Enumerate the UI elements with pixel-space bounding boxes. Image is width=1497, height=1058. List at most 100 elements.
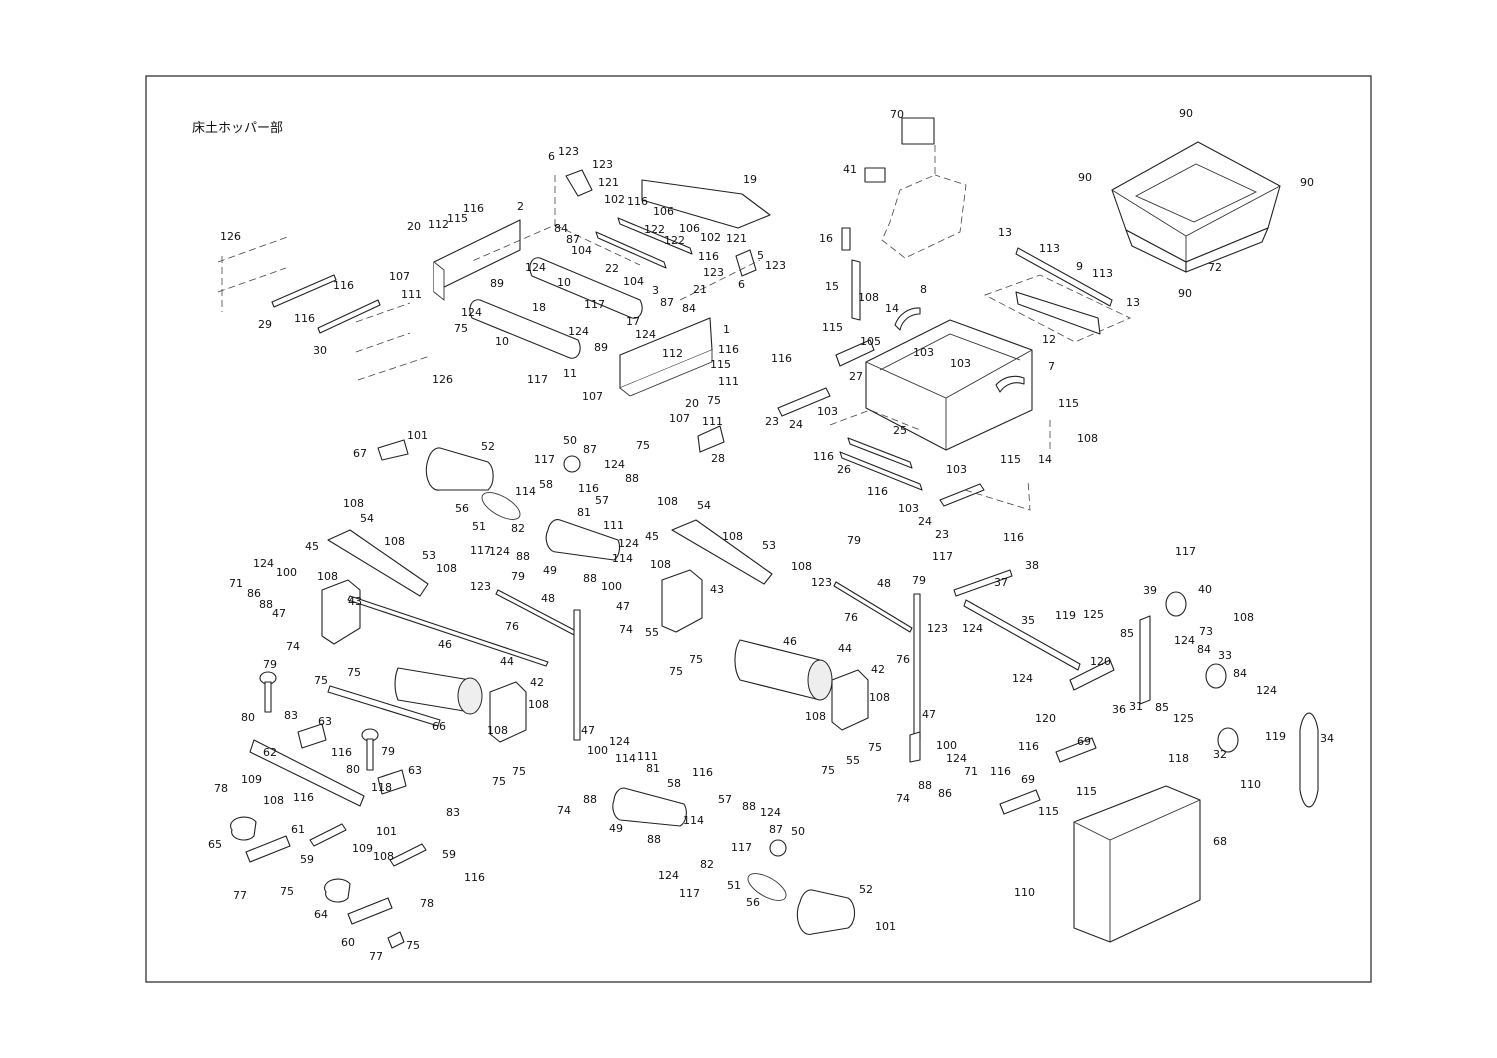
- part-callout: 30: [313, 344, 327, 357]
- part-callout: 116: [1018, 740, 1039, 753]
- part-callout: 88: [259, 598, 273, 611]
- part-callout: 71: [229, 577, 243, 590]
- part-callout: 52: [859, 883, 873, 896]
- part-callout: 126: [432, 373, 453, 386]
- part-callout: 120: [1035, 712, 1056, 725]
- part-callout: 108: [528, 698, 549, 711]
- part-callout: 81: [577, 506, 591, 519]
- part-callout: 77: [233, 889, 247, 902]
- part-callout: 66: [432, 720, 446, 733]
- part-callout: 88: [625, 472, 639, 485]
- part-callout: 62: [263, 746, 277, 759]
- part-callout: 2: [517, 200, 524, 213]
- diagram-title: 床土ホッパー部: [192, 121, 283, 136]
- part-callout: 35: [1021, 614, 1035, 627]
- part-callout: 36: [1112, 703, 1126, 716]
- part-callout: 107: [389, 270, 410, 283]
- part-callout: 75: [512, 765, 526, 778]
- part-callout: 9: [1076, 260, 1083, 273]
- part-callout: 12: [1042, 333, 1056, 346]
- part-callout: 86: [247, 587, 261, 600]
- part-callout: 118: [371, 781, 392, 794]
- left-brush-unit: [321, 439, 621, 743]
- part-callout: 116: [718, 343, 739, 356]
- part-callout: 101: [376, 825, 397, 838]
- part-callout: 108: [1233, 611, 1254, 624]
- part-callout: 124: [604, 458, 625, 471]
- part-callout: 72: [1208, 261, 1222, 274]
- part-callout: 105: [860, 335, 881, 348]
- part-callout: 48: [541, 592, 555, 605]
- part-callout: 114: [612, 552, 633, 565]
- part-callout: 21: [693, 283, 707, 296]
- part-callout: 75: [454, 322, 468, 335]
- part-callout: 117: [731, 841, 752, 854]
- part-callout: 13: [1126, 296, 1140, 309]
- part-callout: 50: [563, 434, 577, 447]
- part-callout: 68: [1213, 835, 1227, 848]
- part-callout: 75: [868, 741, 882, 754]
- part-callout: 116: [1003, 531, 1024, 544]
- part-callout: 67: [353, 447, 367, 460]
- part-callout: 76: [505, 620, 519, 633]
- part-callout: 79: [263, 658, 277, 671]
- part-callout: 43: [348, 595, 362, 608]
- part-callout: 119: [1265, 730, 1286, 743]
- part-callout: 108: [384, 535, 405, 548]
- part-callout: 42: [871, 663, 885, 676]
- part-callout: 51: [472, 520, 486, 533]
- part-callout: 74: [286, 640, 300, 653]
- part-callout: 124: [946, 752, 967, 765]
- part-callout: 70: [890, 108, 904, 121]
- part-callout: 124: [635, 328, 656, 341]
- part-callout: 121: [726, 232, 747, 245]
- part-callout: 46: [438, 638, 452, 651]
- part-callout: 47: [922, 708, 936, 721]
- part-callout: 8: [920, 283, 927, 296]
- part-callout: 34: [1320, 732, 1334, 745]
- part-callout: 38: [1025, 559, 1039, 572]
- part-callout: 100: [601, 580, 622, 593]
- part-callout: 103: [898, 502, 919, 515]
- part-callout: 28: [711, 452, 725, 465]
- part-callout: 16: [819, 232, 833, 245]
- part-callout: 73: [1199, 625, 1213, 638]
- part-callout: 83: [446, 806, 460, 819]
- part-callout: 106: [679, 222, 700, 235]
- part-callout: 90: [1179, 107, 1193, 120]
- part-callout: 47: [616, 600, 630, 613]
- part-callout: 79: [511, 570, 525, 583]
- part-callout: 13: [998, 226, 1012, 239]
- part-callout: 75: [280, 885, 294, 898]
- part-callout: 107: [669, 412, 690, 425]
- part-callout: 82: [511, 522, 525, 535]
- part-callout: 54: [697, 499, 711, 512]
- part-callout: 6: [548, 150, 555, 163]
- part-callout: 112: [662, 347, 683, 360]
- part-callout: 15: [825, 280, 839, 293]
- part-callout: 108: [805, 710, 826, 723]
- part-callout: 90: [1078, 171, 1092, 184]
- part-callout: 33: [1218, 649, 1232, 662]
- part-callout: 104: [623, 275, 644, 288]
- part-callout: 49: [543, 564, 557, 577]
- part-callout: 90: [1178, 287, 1192, 300]
- part-callout: 24: [789, 418, 803, 431]
- part-callout: 77: [369, 950, 383, 963]
- part-callout: 100: [936, 739, 957, 752]
- part-callout: 29: [258, 318, 272, 331]
- part-callout: 107: [582, 390, 603, 403]
- part-callout: 53: [762, 539, 776, 552]
- part-callout: 75: [707, 394, 721, 407]
- part-callout: 63: [318, 715, 332, 728]
- part-callout: 75: [347, 666, 361, 679]
- part-callout: 47: [581, 724, 595, 737]
- part-callout: 102: [700, 231, 721, 244]
- part-callout: 108: [343, 497, 364, 510]
- part-callout: 124: [568, 325, 589, 338]
- part-callout: 116: [813, 450, 834, 463]
- part-callout: 20: [407, 220, 421, 233]
- part-callout: 5: [757, 249, 764, 262]
- part-callout: 78: [420, 897, 434, 910]
- part-callout: 88: [583, 572, 597, 585]
